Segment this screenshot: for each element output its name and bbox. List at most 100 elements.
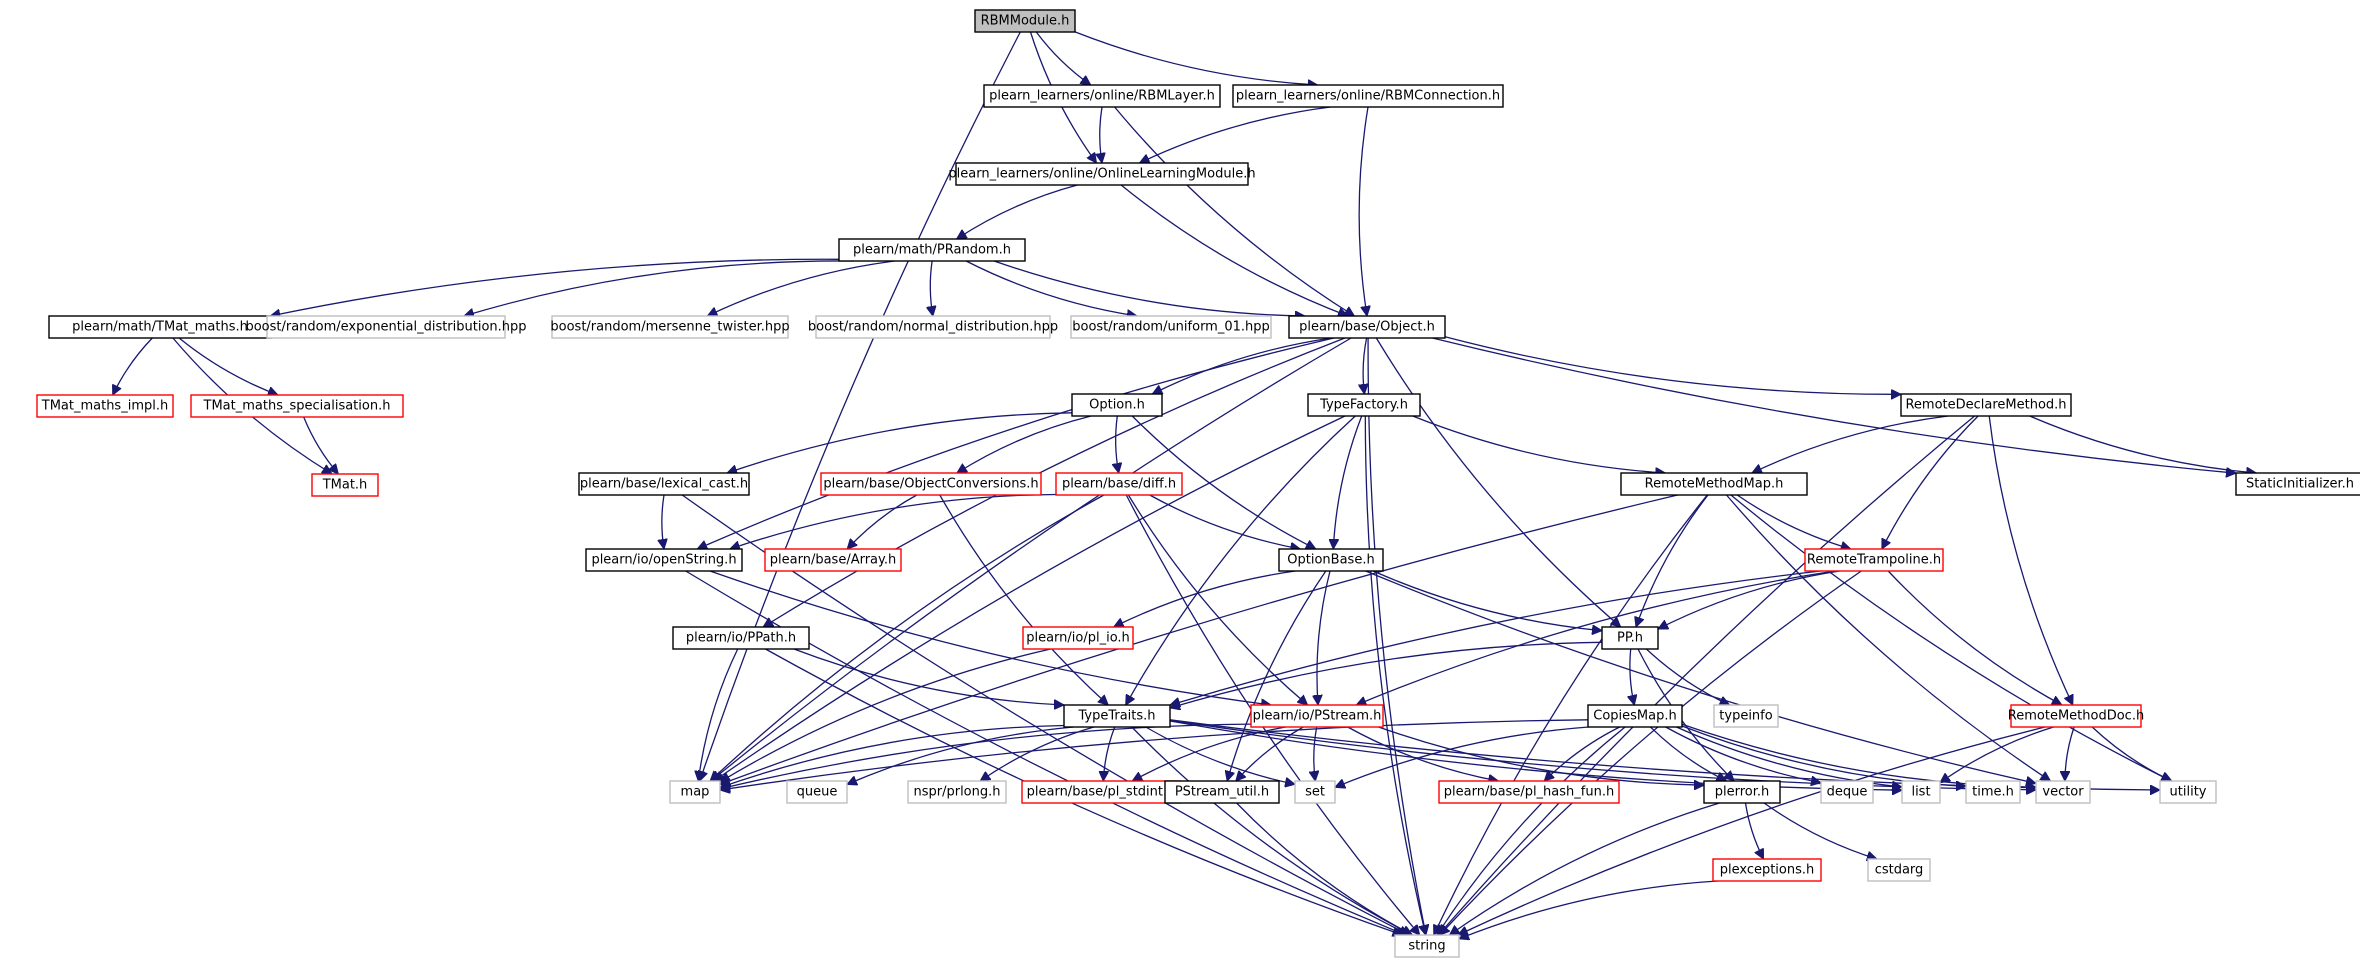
node-tmat_maths[interactable]: plearn/math/TMat_maths.h [48,315,272,339]
edge-remotemethodmap-to-vector [1726,494,2051,781]
node-option[interactable]: Option.h [1071,393,1163,417]
edge-option-to-diff [1116,415,1119,473]
edge-remotemethoddoc-to-utility [2091,726,2172,781]
node-box [1712,858,1822,882]
node-rbmlayer[interactable]: plearn_learners/online/RBMLayer.h [983,84,1221,108]
node-box [1232,84,1504,108]
node-label: time.h [1972,785,2014,800]
node-remotedeclaremethod[interactable]: RemoteDeclareMethod.h [1900,393,2072,417]
node-box [955,162,1249,186]
node-rbmconnection[interactable]: plearn_learners/online/RBMConnection.h [1232,84,1504,108]
node-label: CopiesMap.h [1593,709,1676,724]
edge-typefactory-to-remotemethodmap [1412,415,1666,473]
node-pl_io[interactable]: plearn/io/pl_io.h [1022,626,1134,650]
node-typeinfo[interactable]: typeinfo [1713,704,1779,728]
node-label: plexceptions.h [1720,863,1815,878]
node-label: PP.h [1617,631,1643,646]
edge-remotemethodmap-to-string [1434,494,1708,935]
node-boost_uniform[interactable]: boost/random/uniform_01.hpp [1070,315,1272,339]
edge-remotedeclaremethod-to-remotetrampoline [1881,415,1979,549]
edge-plerror-to-cstdarg [1763,802,1877,859]
node-staticinitializer[interactable]: StaticInitializer.h [2235,472,2360,496]
node-pstream[interactable]: plearn/io/PStream.h [1250,704,1384,728]
node-string[interactable]: string [1394,934,1460,958]
node-label: boost/random/exponential_distribution.hp… [245,320,526,335]
node-time[interactable]: time.h [1965,780,2021,804]
node-boost_exp[interactable]: boost/random/exponential_distribution.hp… [245,315,527,339]
node-box [311,473,379,497]
node-typefactory[interactable]: TypeFactory.h [1307,393,1421,417]
edge-object-to-typefactory [1363,337,1366,394]
node-openstring[interactable]: plearn/io/openString.h [585,548,743,572]
node-typetraits[interactable]: TypeTraits.h [1063,704,1171,728]
node-plerror[interactable]: plerror.h [1703,780,1781,804]
node-lexical_cast[interactable]: plearn/base/lexical_cast.h [578,472,750,496]
node-nspr[interactable]: nspr/prlong.h [907,780,1007,804]
edge-typetraits-to-set [1145,726,1295,784]
node-tmat_maths_impl[interactable]: TMat_maths_impl.h [36,394,174,418]
node-diff[interactable]: plearn/base/diff.h [1055,472,1183,496]
node-remotemethoddoc[interactable]: RemoteMethodDoc.h [2008,704,2144,728]
node-pstream_util[interactable]: PStream_util.h [1164,780,1280,804]
node-onlinelearningmodule[interactable]: plearn_learners/online/OnlineLearningMod… [948,162,1256,186]
edge-remotetrampoline-to-string [1440,570,1862,935]
node-utility[interactable]: utility [2159,780,2217,804]
edge-onlinelearningmodule-to-prandom [957,184,1078,239]
node-box [1703,780,1781,804]
node-objectconversions[interactable]: plearn/base/ObjectConversions.h [820,472,1042,496]
node-box [1307,393,1421,417]
node-box [1965,780,2021,804]
node-list[interactable]: list [1901,780,1941,804]
node-label: RemoteDeclareMethod.h [1905,398,2066,413]
edge-pstream-to-pl_stdint [1132,726,1286,782]
node-label: StaticInitializer.h [2246,477,2354,492]
node-cstdarg[interactable]: cstdarg [1867,858,1931,882]
node-boost_normal[interactable]: boost/random/normal_distribution.hpp [808,315,1058,339]
node-remotetrampoline[interactable]: RemoteTrampoline.h [1804,548,1944,572]
node-box [1063,704,1171,728]
node-tmat[interactable]: TMat.h [311,473,379,497]
node-map[interactable]: map [669,780,721,804]
node-boost_mt[interactable]: boost/random/mersenne_twister.hpp [550,315,790,339]
edge-plerror-to-string [1450,802,1720,935]
node-box [1288,315,1446,339]
node-box [2159,780,2217,804]
node-box [190,394,404,418]
edge-pstream-to-plerror [1378,726,1705,785]
edge-copiesmap-to-map [720,719,1589,790]
edge-prandom-to-boost_normal [930,260,933,316]
edge-object-to-map [711,337,1352,781]
node-label: plearn_learners/online/OnlineLearningMod… [948,167,1255,182]
node-plexceptions[interactable]: plexceptions.h [1712,858,1822,882]
node-ppath[interactable]: plearn/io/PPath.h [672,626,810,650]
edge-pstream-to-pstream_util [1236,726,1304,781]
node-array[interactable]: plearn/base/Array.h [764,548,902,572]
node-box [1601,626,1659,650]
node-remotemethodmap[interactable]: RemoteMethodMap.h [1620,472,1808,496]
node-label: boost/random/normal_distribution.hpp [808,320,1058,335]
node-vector[interactable]: vector [2035,780,2091,804]
node-copiesmap[interactable]: CopiesMap.h [1587,704,1683,728]
node-label: RBMModule.h [981,14,1070,29]
node-box [266,315,506,339]
node-box [983,84,1221,108]
node-label: plearn/io/PPath.h [686,631,796,646]
node-pl_hash_fun[interactable]: plearn/base/pl_hash_fun.h [1438,780,1620,804]
node-box [764,548,902,572]
node-label: RemoteTrampoline.h [1807,553,1941,568]
node-tmat_maths_spec[interactable]: TMat_maths_specialisation.h [190,394,404,418]
node-queue[interactable]: queue [786,780,848,804]
node-optionbase[interactable]: OptionBase.h [1278,548,1384,572]
node-pl_stdint[interactable]: plearn/base/pl_stdint.h [1021,780,1181,804]
node-set[interactable]: set [1294,780,1336,804]
node-pp[interactable]: PP.h [1601,626,1659,650]
node-rbmmodule[interactable]: RBMModule.h [974,9,1076,33]
edge-diff-to-pstream [1127,494,1307,705]
node-prandom[interactable]: plearn/math/PRandom.h [838,238,1026,262]
node-label: map [681,785,710,800]
node-box [1164,780,1280,804]
node-object[interactable]: plearn/base/Object.h [1288,315,1446,339]
node-label: TypeTraits.h [1077,709,1155,724]
node-deque[interactable]: deque [1820,780,1874,804]
edge-remotedeclaremethod-to-remotemethoddoc [1988,415,2073,705]
